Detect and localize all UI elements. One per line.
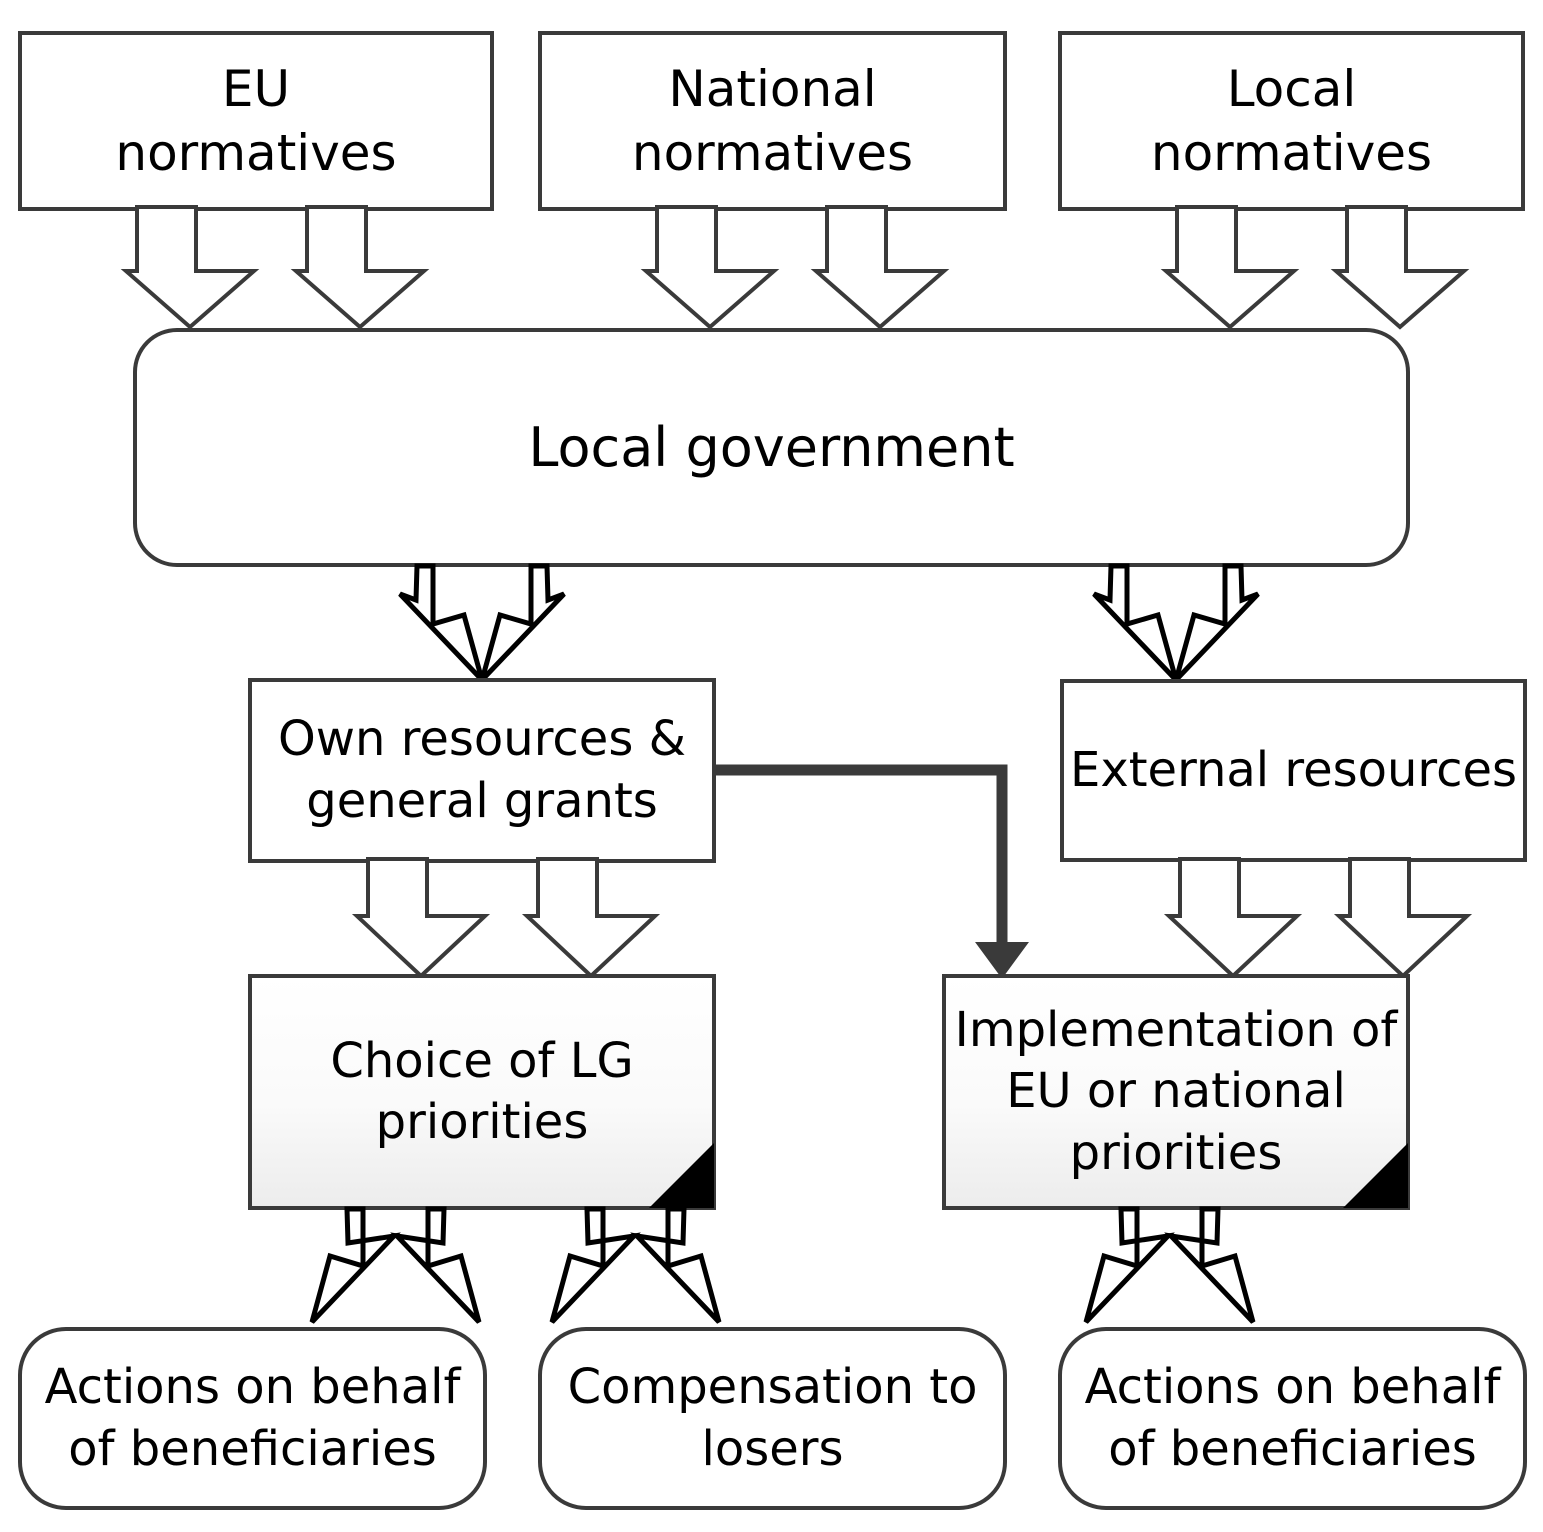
arrow-lg-to-own-resources-a bbox=[398, 563, 485, 682]
node-local-government[interactable] bbox=[133, 328, 1410, 567]
node-actions-right[interactable] bbox=[1058, 1327, 1527, 1510]
node-external-resources[interactable] bbox=[1060, 679, 1527, 862]
arrow-national-to-local-government-2 bbox=[810, 205, 950, 330]
node-local-normatives[interactable] bbox=[1058, 31, 1525, 211]
arrow-choice-to-actions-left-b bbox=[390, 1206, 482, 1324]
connector-arrowhead bbox=[975, 942, 1029, 979]
arrow-local-to-local-government bbox=[1160, 205, 1300, 330]
node-compensation-losers[interactable] bbox=[538, 1327, 1007, 1510]
arrow-own-resources-to-choice-2 bbox=[521, 857, 661, 979]
arrow-external-resources-to-implementation-2 bbox=[1333, 857, 1473, 979]
node-own-resources[interactable] bbox=[248, 678, 716, 863]
choice-priorities-fold-icon bbox=[649, 1143, 714, 1208]
node-choice-priorities[interactable] bbox=[248, 974, 716, 1210]
arrow-external-resources-to-implementation bbox=[1163, 857, 1303, 979]
arrow-implementation-to-actions-right-b bbox=[1164, 1206, 1256, 1324]
arrow-lg-to-external-resources-a bbox=[1092, 563, 1179, 682]
node-eu-normatives[interactable] bbox=[18, 31, 494, 211]
arrow-own-resources-to-choice bbox=[351, 857, 491, 979]
arrow-eu-to-local-government bbox=[120, 205, 260, 330]
implementation-priorities-fold-icon bbox=[1343, 1143, 1408, 1208]
arrow-eu-to-local-government-2 bbox=[290, 205, 430, 330]
arrow-choice-to-compensation-a bbox=[549, 1206, 641, 1324]
arrow-lg-to-own-resources-b bbox=[479, 563, 566, 682]
node-implementation-priorities[interactable] bbox=[942, 974, 1410, 1210]
arrow-lg-to-external-resources-b bbox=[1173, 563, 1260, 682]
connector-own-resources-to-implementation bbox=[712, 764, 1008, 945]
node-actions-left[interactable] bbox=[18, 1327, 487, 1510]
arrow-choice-to-actions-left-a bbox=[309, 1206, 401, 1324]
arrow-local-to-local-government-2 bbox=[1330, 205, 1470, 330]
node-national-normatives[interactable] bbox=[538, 31, 1007, 211]
arrow-implementation-to-actions-right-a bbox=[1083, 1206, 1175, 1324]
arrow-choice-to-compensation-b bbox=[630, 1206, 722, 1324]
arrow-national-to-local-government bbox=[640, 205, 780, 330]
